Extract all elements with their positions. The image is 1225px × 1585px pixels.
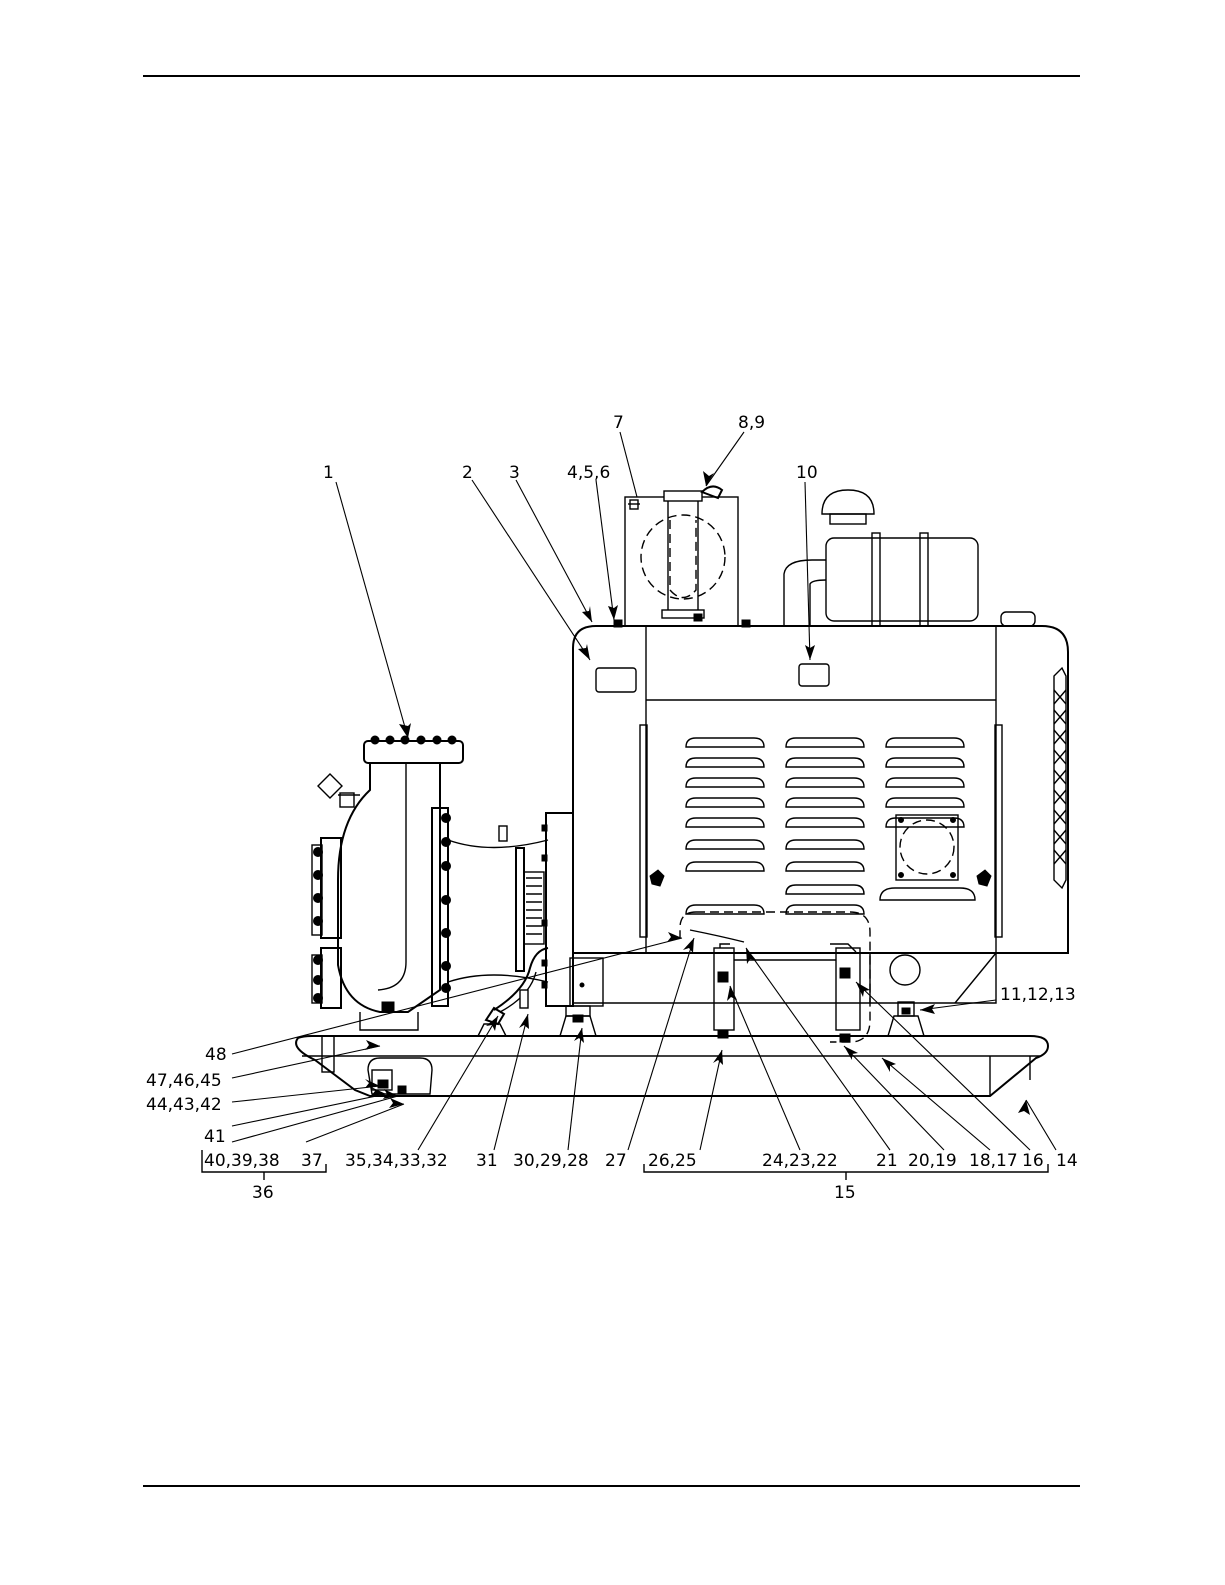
louver-slat xyxy=(786,738,864,747)
leader-lines xyxy=(232,432,1056,1150)
louver-slat xyxy=(686,840,764,849)
callout-7: 7 xyxy=(613,413,624,433)
louver-slat xyxy=(786,778,864,787)
exhaust-muffler xyxy=(784,490,1035,626)
callout-3: 3 xyxy=(509,463,520,483)
callout-30-29-28: 30,29,28 xyxy=(513,1151,589,1171)
callout-11-12-13: 11,12,13 xyxy=(1000,985,1076,1005)
air-cleaner xyxy=(614,486,750,627)
callout-24-23-22: 24,23,22 xyxy=(762,1151,838,1171)
callout-47-46-45: 47,46,45 xyxy=(146,1071,222,1091)
louver-slat xyxy=(886,738,964,747)
louver-slat xyxy=(686,862,764,871)
louver-slat xyxy=(686,738,764,747)
group-label-15: 15 xyxy=(834,1183,856,1203)
callout-2: 2 xyxy=(462,463,473,483)
callout-37: 37 xyxy=(301,1151,323,1171)
louver-slat xyxy=(886,798,964,807)
callout-40-39-38: 40,39,38 xyxy=(204,1151,280,1171)
callout-48: 48 xyxy=(205,1045,227,1065)
callout-21: 21 xyxy=(876,1151,898,1171)
callout-1: 1 xyxy=(323,463,334,483)
louver-slat xyxy=(786,840,864,849)
engine-mounts xyxy=(478,1002,924,1036)
louver-slat xyxy=(786,818,864,827)
callout-20-19: 20,19 xyxy=(908,1151,957,1171)
louver-slat xyxy=(886,778,964,787)
louver-slat xyxy=(886,758,964,767)
callout-14: 14 xyxy=(1056,1151,1078,1171)
louver-slat xyxy=(786,758,864,767)
callout-44-43-42: 44,43,42 xyxy=(146,1095,222,1115)
group-label-36: 36 xyxy=(252,1183,274,1203)
callout-8-9: 8,9 xyxy=(738,413,765,433)
callout-10: 10 xyxy=(796,463,818,483)
callout-35-34-33-32: 35,34,33,32 xyxy=(345,1151,448,1171)
bearing-housing xyxy=(448,813,603,1006)
battery-box xyxy=(680,912,870,1042)
louver-slat xyxy=(786,862,864,871)
pump-casing xyxy=(312,736,463,1030)
decal-10 xyxy=(799,664,829,686)
callout-18-17: 18,17 xyxy=(969,1151,1018,1171)
louver-slat xyxy=(686,778,764,787)
louver-slat xyxy=(786,885,864,894)
callout-26-25: 26,25 xyxy=(648,1151,697,1171)
drain-fitting xyxy=(368,1058,432,1094)
callout-4-5-6: 4,5,6 xyxy=(567,463,610,483)
skid-base xyxy=(296,1036,1048,1096)
callout-16: 16 xyxy=(1022,1151,1044,1171)
callout-31: 31 xyxy=(476,1151,498,1171)
callout-41: 41 xyxy=(204,1127,226,1147)
callout-27: 27 xyxy=(605,1151,627,1171)
louver-slat xyxy=(686,798,764,807)
louver-slat xyxy=(786,798,864,807)
louver-slat xyxy=(686,758,764,767)
louver-slat xyxy=(686,818,764,827)
callout-labels: 1 2 3 4,5,6 7 8,9 10 11,12,13 14 16 18,1… xyxy=(146,413,1078,1203)
